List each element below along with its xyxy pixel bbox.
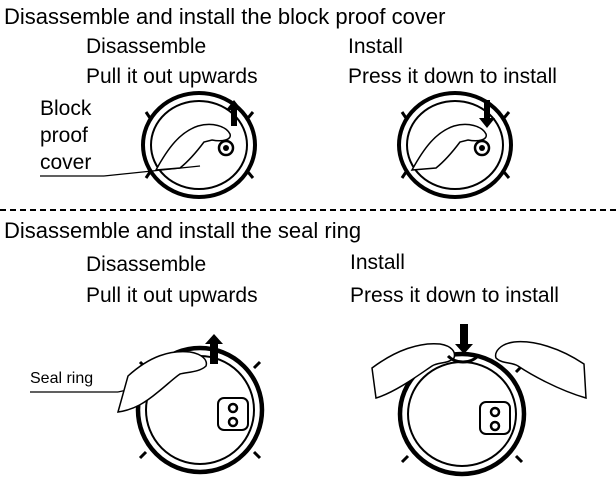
lid-outer-ring: [135, 345, 265, 475]
valve-top: [489, 406, 501, 418]
arrow-up-icon: [205, 334, 223, 364]
install-instruction: Press it down to install: [350, 284, 559, 307]
valve-center: [223, 145, 229, 151]
arrow-up-icon: [226, 100, 242, 126]
valve-bottom: [489, 420, 501, 432]
seal-ring-callout-label: Seal ring: [30, 370, 94, 387]
disassemble-heading: Disassemble: [86, 35, 207, 58]
left-hand-shape: [371, 342, 456, 399]
arrow-down-icon: [455, 324, 473, 354]
lid-outer-ring: [397, 91, 513, 199]
hand-shape: [154, 123, 231, 171]
arrow-down-icon: [479, 100, 495, 128]
install-heading: Install: [350, 251, 405, 274]
disassemble-instruction: Pull it out upwards: [86, 284, 258, 307]
valve-housing: [479, 401, 511, 435]
lid-inner-ring: [406, 100, 504, 190]
valve-housing: [217, 397, 249, 431]
install-instruction: Press it down to install: [348, 65, 557, 88]
disassemble-instruction: Pull it out upwards: [86, 65, 258, 88]
lid-tabs: [400, 111, 511, 179]
lid-inner-ring: [150, 100, 248, 190]
disassemble-heading: Disassemble: [86, 253, 207, 276]
callout-proof-label: proof: [40, 124, 88, 147]
lid-outer-ring: [141, 91, 257, 199]
valve-bottom: [227, 416, 239, 428]
lid-outer-ring: [397, 351, 527, 477]
section-title-seal-ring: Disassemble and install the seal ring: [4, 218, 362, 243]
hand-shape: [410, 123, 487, 171]
valve-center: [479, 145, 485, 151]
hand-shape: [116, 350, 208, 413]
lid-tabs: [144, 111, 255, 179]
install-heading: Install: [348, 35, 403, 58]
callout-cover-label: cover: [40, 151, 92, 174]
seal-ring-pressed-section: [446, 354, 480, 364]
section-divider: [0, 209, 616, 211]
right-hand-shape: [494, 340, 587, 400]
section-title-block-proof-cover: Disassemble and install the block proof …: [4, 4, 446, 29]
callout-block-label: Block: [40, 97, 92, 120]
valve-top: [227, 402, 239, 414]
